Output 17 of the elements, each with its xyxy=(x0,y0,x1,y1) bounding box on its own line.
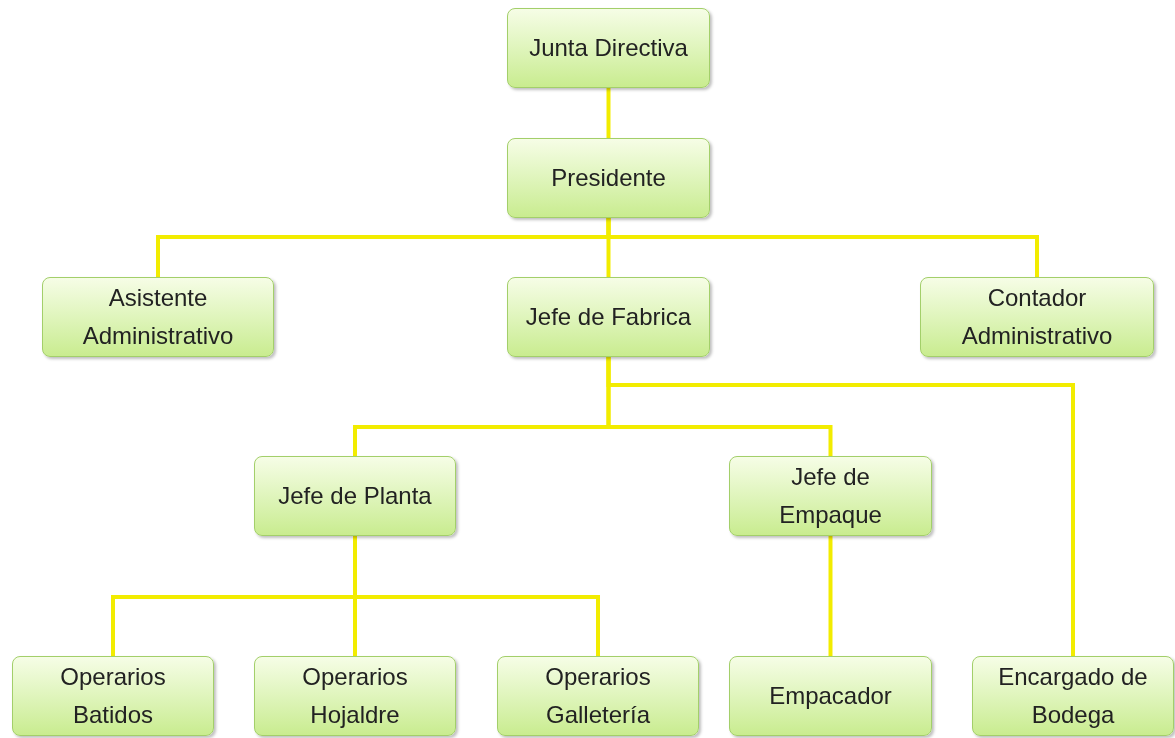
connector-line xyxy=(606,357,1075,656)
org-box: Operarios Hojaldre xyxy=(254,656,456,736)
connector-line xyxy=(606,88,611,138)
org-box: Empacador xyxy=(729,656,932,736)
org-box: Presidente xyxy=(507,138,710,218)
org-box: Junta Directiva xyxy=(507,8,710,88)
org-box: Encargado de Bodega xyxy=(972,656,1174,736)
org-box: Contador Administrativo xyxy=(920,277,1154,357)
connector-line xyxy=(828,536,833,656)
org-box: Jefe de Planta xyxy=(254,456,456,536)
connector-line xyxy=(606,218,1039,277)
org-box: Jefe de Empaque xyxy=(729,456,932,536)
org-box: Operarios Galletería xyxy=(497,656,699,736)
org-box: Operarios Batidos xyxy=(12,656,214,736)
org-box: Jefe de Fabrica xyxy=(507,277,710,357)
org-box: Asistente Administrativo xyxy=(42,277,274,357)
connector-line xyxy=(353,536,600,656)
